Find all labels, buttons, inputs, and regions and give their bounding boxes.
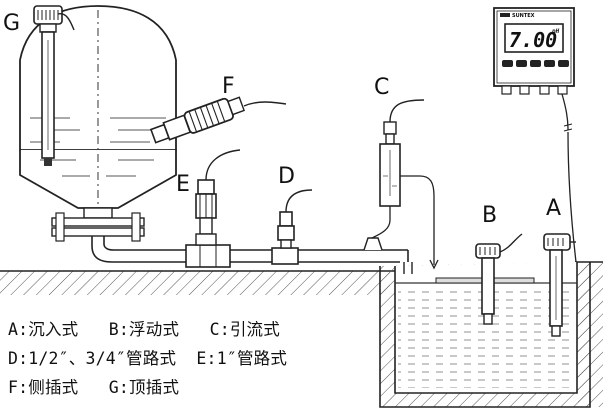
- probe-b: [475, 233, 523, 325]
- meter-cable: [567, 131, 577, 263]
- legend-f: F:侧插式: [8, 378, 79, 397]
- probe-d-cable: [285, 189, 313, 213]
- label-c: C: [374, 75, 389, 100]
- ph-meter: SUNTEX 7.00 pH: [493, 7, 577, 263]
- tee-c: [363, 237, 383, 251]
- flange-bolt-right: [131, 212, 141, 242]
- probe-b-cable: [499, 233, 523, 253]
- meter-button-5: [558, 60, 569, 67]
- label-d: D: [278, 164, 295, 189]
- meter-button-2: [516, 60, 527, 67]
- probe-e: [195, 149, 241, 246]
- meter-display: [504, 23, 564, 53]
- meter-button-3: [530, 60, 541, 67]
- tank-flange-top: [51, 217, 145, 227]
- legend-e: E:1″管路式: [196, 349, 288, 368]
- tank: [19, 5, 177, 242]
- label-a: A: [546, 196, 561, 221]
- probe-c-outlet: [400, 175, 435, 265]
- legend-row-2: D:1/2″、3/4″管路式 E:1″管路式: [8, 345, 287, 369]
- probe-g-cable: [57, 13, 75, 31]
- legend-g: G:顶插式: [108, 378, 180, 397]
- probe-c: [371, 99, 439, 270]
- legend-row-1: A:沉入式 B:浮动式 C:引流式: [8, 316, 280, 340]
- probe-d: [277, 189, 313, 249]
- meter-button-4: [544, 60, 555, 67]
- probe-g: [33, 5, 75, 166]
- probe-f: [149, 96, 287, 144]
- meter-reading: 7.00: [509, 28, 557, 52]
- legend-a: A:沉入式: [8, 320, 79, 339]
- meter-glands: [501, 85, 568, 95]
- tank-flange-bottom: [51, 227, 145, 237]
- probe-g-tip: [44, 158, 52, 166]
- pipe-top-edge: [91, 236, 400, 263]
- pipe-inner-edge: [103, 236, 408, 251]
- fitting-e-body: [185, 244, 231, 268]
- label-e: E: [176, 172, 190, 197]
- meter-brand: SUNTEX: [512, 13, 535, 19]
- probe-c-inlet: [371, 206, 391, 239]
- legend-b: B:浮动式: [108, 320, 180, 339]
- probe-c-cable: [389, 99, 425, 123]
- label-b: B: [482, 203, 497, 228]
- label-g: G: [3, 11, 20, 36]
- probe-d-body: [277, 225, 295, 241]
- probe-a: [543, 233, 576, 337]
- meter-button-1: [502, 60, 513, 67]
- tank-neck: [83, 207, 113, 219]
- legend-c: C:引流式: [209, 320, 280, 339]
- meter-unit: pH: [551, 28, 560, 35]
- probe-f-cable: [243, 101, 287, 107]
- basin-outer: [379, 262, 591, 408]
- fitting-d-body: [271, 247, 299, 265]
- flange-bolt-left: [55, 212, 65, 242]
- probe-b-shaft: [481, 257, 495, 315]
- label-f: F: [222, 74, 235, 99]
- ground-hatch-left: [0, 271, 390, 295]
- legend-d: D:1/2″、3/4″管路式: [8, 349, 177, 368]
- probe-e-cable: [205, 149, 241, 181]
- pipe: [91, 236, 413, 274]
- legend-row-3: F:侧插式 G:顶插式: [8, 374, 179, 398]
